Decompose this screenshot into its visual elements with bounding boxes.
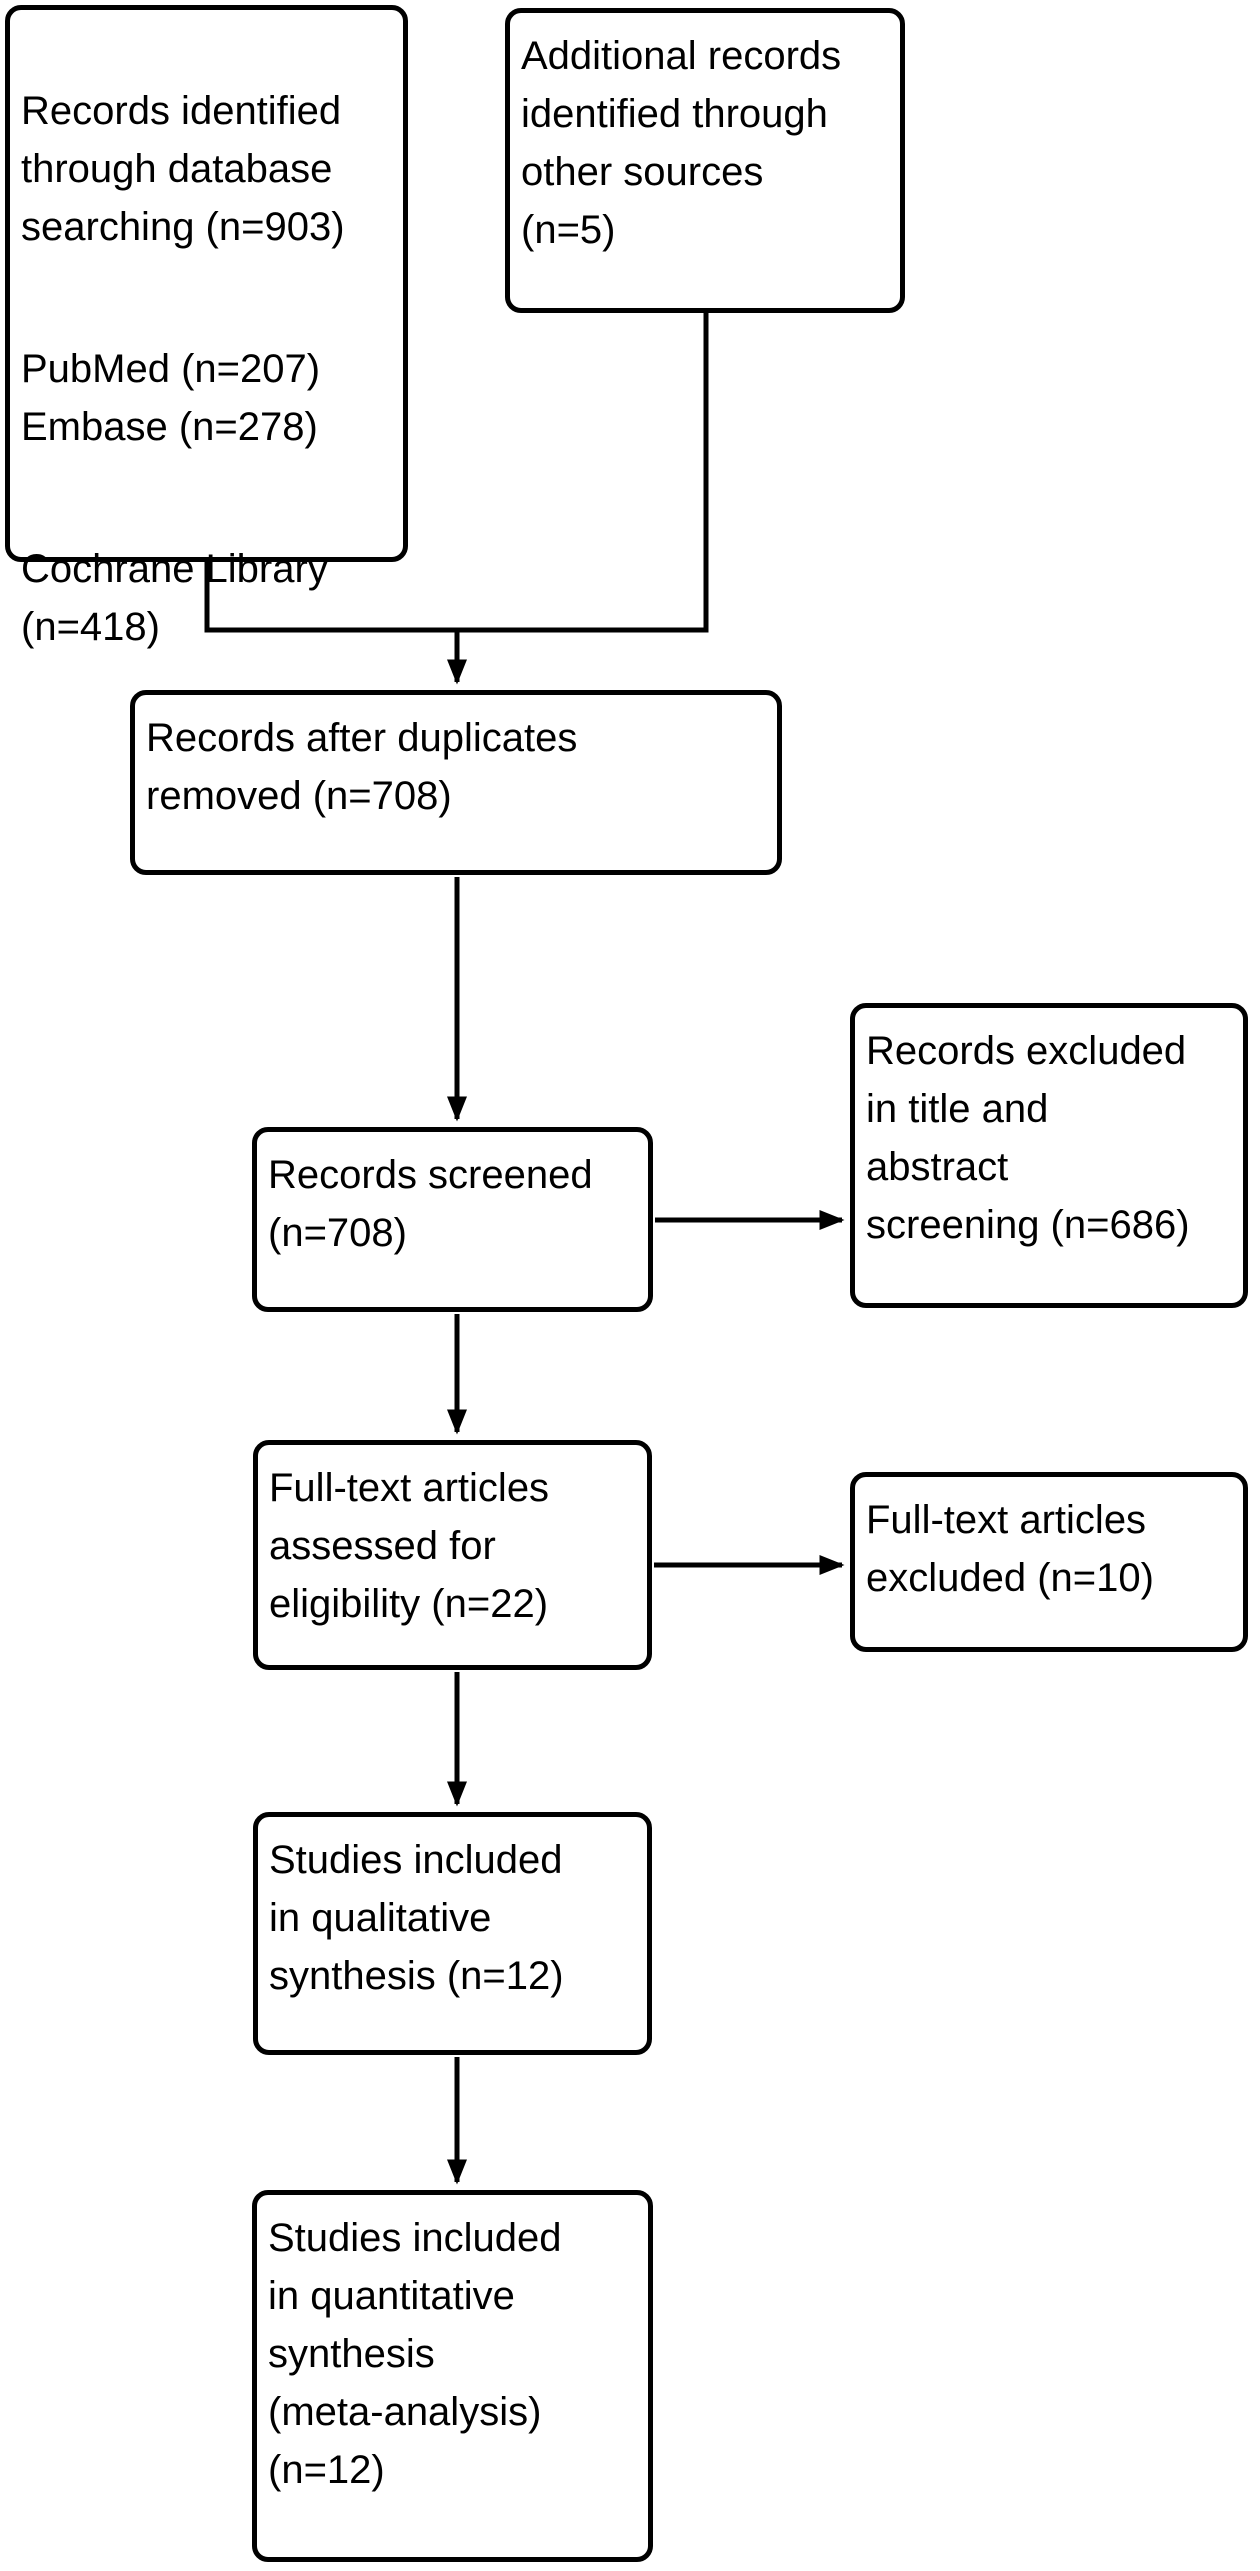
box-studies-quantitative-synthesis: Studies included in quantitative synthes… [252,2190,653,2562]
box-records-screened: Records screened (n=708) [252,1127,653,1312]
box-records-excluded-title-abstract: Records excluded in title and abstract s… [850,1003,1248,1308]
cochrane-count-text: Cochrane Library (n=418) [21,547,328,649]
records-identified-database-text: Records identified through database sear… [21,89,345,249]
box-records-after-duplicates-removed: Records after duplicates removed (n=708) [130,690,782,875]
database-counts-text: PubMed (n=207) Embase (n=278) [21,347,321,449]
box-records-identified-database: Records identified through database sear… [5,5,408,649]
connector-merge-sources [204,310,709,633]
box-studies-qualitative-synthesis: Studies included in qualitative synthesi… [253,1812,652,2055]
box-additional-records-other-sources: Additional records identified through ot… [505,8,905,313]
box-fulltext-excluded: Full-text articles excluded (n=10) [850,1472,1248,1652]
box-fulltext-assessed-eligibility: Full-text articles assessed for eligibil… [253,1440,652,1670]
